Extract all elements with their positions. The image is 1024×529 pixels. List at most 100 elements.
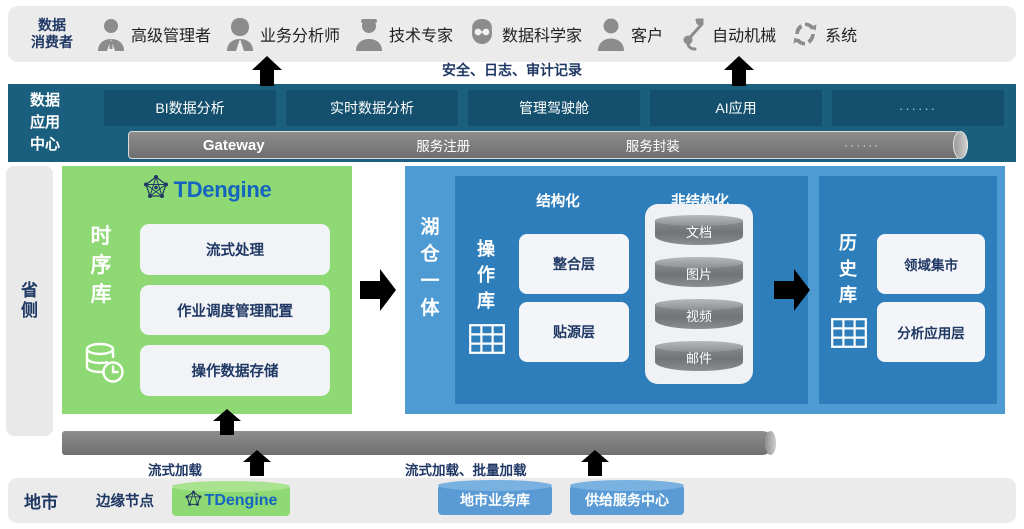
- app-chip-more[interactable]: ······: [832, 90, 1004, 126]
- arrow-up-city-stream-load: [243, 450, 271, 476]
- gateway-segment-more[interactable]: ······: [844, 138, 881, 152]
- gateway-service-bar: Gateway 服务注册 服务封装 ······: [128, 131, 968, 159]
- history-db-group: 历史库 领域集市 分析应用层: [819, 176, 997, 404]
- consumer-label-automation: 自动机械: [712, 28, 777, 45]
- layer-analytics-application[interactable]: 分析应用层: [877, 302, 985, 362]
- edge-node-label: 边缘节点: [96, 494, 154, 510]
- gateway-segment-service-packaging[interactable]: 服务封装: [625, 139, 680, 154]
- edge-tdengine-label-wrap: TDengine: [185, 490, 278, 512]
- table-grid-icon-history: [831, 318, 867, 353]
- consumer-item-system[interactable]: 系统: [790, 17, 857, 51]
- edge-tdengine-label: TDengine: [204, 491, 278, 509]
- unstructured-data-card: 文档 图片 视频 邮件: [645, 204, 753, 384]
- supply-service-center-database[interactable]: 供给服务中心: [570, 480, 684, 515]
- cylinder-top: [172, 480, 290, 492]
- business-analyst-person-icon: [225, 17, 255, 51]
- city-business-database-label: 地市业务库: [460, 492, 530, 508]
- system-sync-icon: [790, 17, 820, 51]
- operational-db-vertical-label: 操作库: [477, 239, 495, 311]
- gateway-segment-service-registry[interactable]: 服务注册: [416, 139, 471, 154]
- data-application-center-title: 数据 应用 中心: [14, 90, 76, 156]
- load-label-stream-batch: 流式加载、批量加载: [405, 463, 527, 478]
- data-consumers-list: 高级管理者 业务分析师 技术专家 数据科学家: [82, 17, 1016, 51]
- tdengine-star-network-icon: [143, 174, 169, 205]
- capability-stream-processing[interactable]: 流式处理: [140, 224, 330, 275]
- cylinder-top: [655, 299, 743, 310]
- tdengine-star-network-icon: [185, 490, 202, 512]
- customer-person-icon: [596, 17, 626, 51]
- tdengine-timeseries-panel: TDengine 时序库 流式处理 作业调度管理配置 操作数据存储: [62, 166, 352, 414]
- layer-source-staging[interactable]: 贴源层: [519, 302, 629, 362]
- data-consumers-title-line1: 数据: [38, 17, 66, 33]
- app-chip-bi-analysis[interactable]: BI数据分析: [104, 90, 276, 126]
- city-bar-title: 地市: [24, 493, 58, 512]
- arrow-up-to-consumers-right: [724, 56, 754, 86]
- consumer-item-manager[interactable]: 高级管理者: [96, 17, 211, 51]
- data-scientist-person-icon: [467, 17, 497, 51]
- unstructured-cylinder-document[interactable]: 文档: [655, 215, 743, 247]
- manager-person-icon: [96, 17, 126, 51]
- cylinder-label-image: 图片: [685, 266, 712, 282]
- capability-operational-data-storage[interactable]: 操作数据存储: [140, 345, 330, 397]
- consumer-item-automation[interactable]: 自动机械: [677, 17, 776, 51]
- gateway-segment-gateway[interactable]: Gateway: [202, 136, 265, 154]
- connector-bar-end-cap: [765, 431, 776, 455]
- consumer-label-technical-expert: 技术专家: [389, 28, 454, 45]
- gateway-bar-end-cap: [953, 131, 968, 159]
- app-center-title-line2: 应用: [29, 114, 60, 131]
- tdengine-logo-text: TDengine: [173, 176, 272, 202]
- cylinder-top: [655, 341, 743, 352]
- data-consumers-title-line2: 消费者: [31, 34, 73, 50]
- arrow-up-bar-to-green: [213, 409, 241, 435]
- load-label-stream: 流式加载: [148, 463, 202, 478]
- data-consumers-title: 数据 消费者: [22, 17, 82, 51]
- consumer-item-business-analyst[interactable]: 业务分析师: [225, 17, 340, 51]
- unstructured-cylinder-image[interactable]: 图片: [655, 257, 743, 289]
- history-layer-boxes: 领域集市 分析应用层: [877, 234, 985, 362]
- app-chip-management-cockpit[interactable]: 管理驾驶舱: [468, 90, 640, 126]
- lakehouse-panel: 湖仓一体 结构化 非结构化 操作库 整合层 贴源层: [405, 166, 1005, 414]
- cylinder-label-video: 视频: [685, 308, 712, 324]
- structured-layer-boxes: 整合层 贴源层: [519, 234, 629, 362]
- tdengine-logo: TDengine: [62, 174, 352, 205]
- app-chip-ai-application[interactable]: AI应用: [650, 90, 822, 126]
- cylinder-top: [570, 480, 684, 491]
- cylinder-top: [655, 215, 743, 226]
- consumer-item-data-scientist[interactable]: 数据科学家: [467, 17, 582, 51]
- consumer-item-customer[interactable]: 客户: [596, 17, 663, 51]
- city-level-bar: 地市 边缘节点 TDengine: [8, 478, 1016, 523]
- layer-integration[interactable]: 整合层: [519, 234, 629, 294]
- cylinder-label-document: 文档: [685, 224, 712, 240]
- layer-domain-mart[interactable]: 领域集市: [877, 234, 985, 294]
- cylinder-label-email: 邮件: [685, 350, 712, 366]
- robot-arm-icon: [677, 17, 707, 51]
- cylinder-top: [655, 257, 743, 268]
- cylinder-top: [438, 480, 552, 491]
- consumer-label-customer: 客户: [631, 28, 664, 45]
- history-db-vertical-label: 历史库: [839, 233, 857, 305]
- edge-tdengine-database[interactable]: TDengine: [172, 480, 290, 516]
- arrow-up-city-stream-batch-load: [581, 450, 609, 476]
- consumer-label-manager: 高级管理者: [131, 28, 212, 45]
- data-consumers-bar: 数据 消费者 高级管理者 业务分析师 技术专家: [8, 6, 1016, 62]
- operational-and-unstructured-group: 结构化 非结构化 操作库 整合层 贴源层: [455, 176, 808, 404]
- app-chip-realtime-analysis[interactable]: 实时数据分析: [286, 90, 458, 126]
- consumer-label-data-scientist: 数据科学家: [502, 28, 583, 45]
- column-head-structured: 结构化: [536, 194, 580, 210]
- security-log-audit-label: 安全、日志、审计记录: [442, 62, 582, 78]
- consumer-item-technical-expert[interactable]: 技术专家: [354, 17, 453, 51]
- technical-expert-person-icon: [354, 17, 384, 51]
- consumer-label-business-analyst: 业务分析师: [260, 28, 341, 45]
- arrow-right-green-to-blue: [360, 269, 396, 311]
- capability-job-scheduling-config[interactable]: 作业调度管理配置: [140, 284, 330, 336]
- data-application-center-band: 数据 应用 中心 BI数据分析 实时数据分析 管理驾驶舱 AI应用 ······…: [8, 84, 1016, 162]
- application-chip-row: BI数据分析 实时数据分析 管理驾驶舱 AI应用 ······: [104, 90, 1004, 126]
- arrow-right-lake-to-history: [774, 269, 810, 311]
- unstructured-cylinder-video[interactable]: 视频: [655, 299, 743, 331]
- city-business-database[interactable]: 地市业务库: [438, 480, 552, 515]
- timeseries-capability-boxes: 流式处理 作业调度管理配置 操作数据存储: [140, 224, 330, 397]
- arrow-up-to-consumers-left: [252, 56, 282, 86]
- province-side-label-text: 省侧: [21, 281, 38, 320]
- supply-service-center-label: 供给服务中心: [585, 492, 669, 508]
- unstructured-cylinder-email[interactable]: 邮件: [655, 341, 743, 373]
